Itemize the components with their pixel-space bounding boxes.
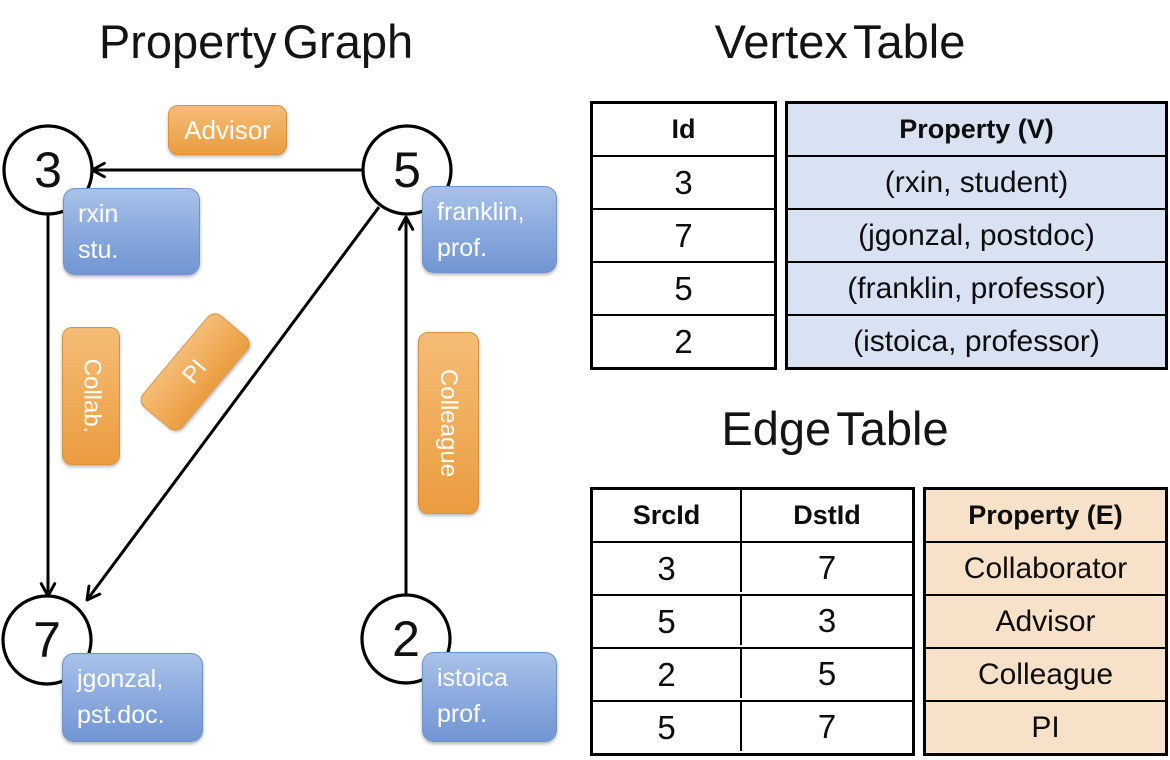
edge-table-cell-property: Colleague — [926, 647, 1165, 700]
node-id-3: 3 — [34, 142, 62, 198]
edge-table-cell-srcid: 5 — [593, 594, 740, 647]
edge-table-cell-srcid: 3 — [593, 541, 740, 594]
vertex-label-7-line1: jgonzal, — [77, 665, 164, 693]
vertex-label-5-line2: prof. — [437, 233, 488, 262]
edge-label-collab-text: Collab. — [78, 358, 105, 434]
vertex-table-cell-property: (jgonzal, postdoc) — [788, 208, 1165, 261]
vertex-label-2: istoica prof. — [422, 652, 557, 742]
vertex-table-cell-property: (istoica, professor) — [788, 314, 1165, 367]
vertex-label-3-line2: stu. — [78, 235, 119, 264]
vertex-table-cell-property: (rxin, student) — [788, 155, 1165, 208]
edge-table-header-property: Property (E) — [968, 500, 1123, 530]
edge-table-cell-dstid: 3 — [740, 594, 912, 645]
vertex-table-cell-property: (franklin, professor) — [788, 261, 1165, 314]
graph-title: Property Graph — [98, 15, 414, 68]
vertex-table-cell-id: 7 — [593, 208, 774, 261]
node-id-5: 5 — [393, 142, 421, 198]
edge-label-pi-text: PI — [176, 354, 213, 390]
vertex-label-2-line1: istoica — [437, 664, 508, 692]
vertex-table-title: Vertex Table — [714, 15, 966, 68]
edge-label-advisor: Advisor — [168, 105, 287, 155]
edge-table-cell-dstid: 7 — [740, 700, 912, 751]
node-id-7: 7 — [33, 612, 61, 668]
vertex-label-3-line1: rxin — [78, 200, 119, 228]
edge-table-header-dstid: DstId — [740, 490, 912, 541]
vertex-table-id-column: Id 3 7 5 2 — [590, 101, 777, 370]
vertex-label-7: jgonzal, pst.doc. — [62, 653, 203, 742]
edge-table-cell-property: PI — [926, 700, 1165, 753]
vertex-label-7-line2: pst.doc. — [77, 700, 165, 729]
edge-pi-5-7 — [85, 206, 381, 602]
vertex-table-cell-id: 2 — [593, 314, 774, 367]
vertex-label-5-line1: franklin, — [437, 198, 525, 226]
edge-table-cell-dstid: 5 — [740, 647, 912, 698]
edge-table-cell-srcid: 5 — [593, 700, 740, 753]
edge-table-header-srcid: SrcId — [632, 500, 701, 530]
edge-table-cell-property: Collaborator — [926, 541, 1165, 594]
vertex-label-2-line2: prof. — [437, 699, 488, 728]
vertex-label-3: rxin stu. — [63, 188, 200, 275]
vertex-table-header-property: Property (V) — [899, 114, 1054, 144]
edge-table-cell-srcid: 2 — [593, 647, 740, 700]
vertex-table-property-column: Property (V) (rxin, student) (jgonzal, p… — [785, 101, 1168, 370]
vertex-table-header-id: Id — [671, 114, 696, 144]
edge-label-collab: Collab. — [62, 327, 120, 465]
edge-label-colleague-text: Colleague — [435, 368, 463, 478]
vertex-table-cell-id: 5 — [593, 261, 774, 314]
vertex-label-5: franklin, prof. — [422, 186, 557, 273]
vertex-table: Id 3 7 5 2 Property (V) (rxin, student) … — [590, 101, 1168, 370]
edge-label-colleague: Colleague — [418, 332, 479, 514]
node-id-2: 2 — [392, 611, 420, 667]
edge-table-cell-property: Advisor — [926, 594, 1165, 647]
edge-table-cell-dstid: 7 — [740, 541, 912, 592]
edge-table: SrcId DstId 3 7 5 3 2 5 5 7 Property (E)… — [590, 487, 1168, 756]
edge-table-property-column: Property (E) Collaborator Advisor Collea… — [923, 487, 1168, 756]
edge-table-title: Edge Table — [721, 402, 949, 455]
edge-table-id-columns: SrcId DstId 3 7 5 3 2 5 5 7 — [590, 487, 915, 756]
vertex-table-cell-id: 3 — [593, 155, 774, 208]
edge-label-advisor-text: Advisor — [184, 114, 271, 145]
